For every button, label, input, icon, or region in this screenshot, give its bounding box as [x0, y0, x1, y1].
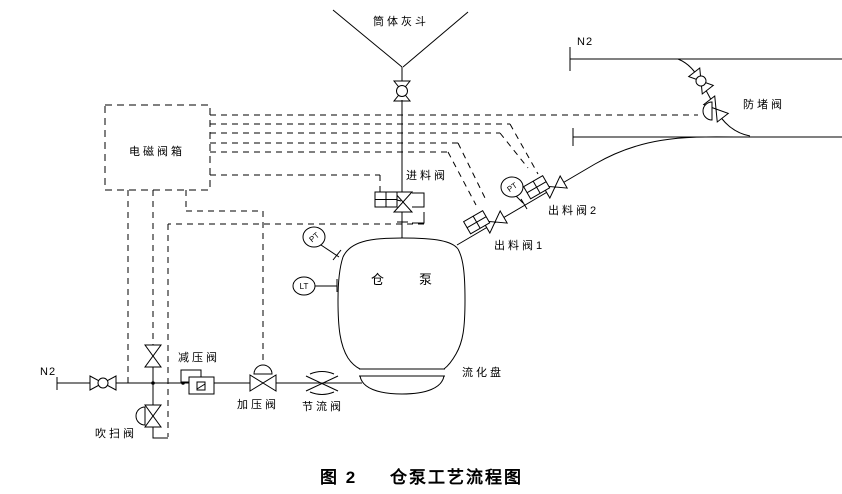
fluidization-plate-label: 流化盘 [462, 365, 504, 379]
solenoid-box [104, 104, 211, 191]
hopper-label: 筒体灰斗 [373, 14, 429, 28]
feed-valve-label: 进料阀 [406, 168, 448, 182]
caption-figure-no: 图 2 [320, 468, 357, 487]
n2-bottom-label: N2 [40, 366, 56, 378]
vessel-outline [337, 237, 466, 395]
feed-valve-limit-bracket [412, 192, 425, 224]
solenoid-box-label: 电磁阀箱 [129, 144, 185, 158]
discharge-valve-1-icon [462, 209, 509, 235]
pressure-regulator-icon [180, 369, 215, 395]
anti-block-branch-pipe [677, 58, 751, 137]
discharge-valve-2-label: 出料阀2 [548, 203, 599, 217]
control-lines-right [210, 114, 698, 206]
n2-header-pipes [569, 47, 842, 146]
n2-ball-valve-icon [89, 375, 117, 391]
hopper-funnel [332, 9, 469, 82]
purge-valve-icon [135, 383, 168, 439]
purge-valve-label: 吹扫阀 [95, 426, 137, 440]
n2-top-label: N2 [577, 36, 593, 48]
discharge-valve-2-icon [522, 174, 569, 200]
caption-title: 仓泵工艺流程图 [389, 467, 523, 487]
lt-instrument-tag: LT [300, 282, 309, 291]
anti-block-valve-icon [702, 95, 730, 123]
discharge-pipe [456, 136, 736, 246]
anti-block-valve-label: 防堵阀 [743, 97, 785, 111]
pressurize-valve-label: 加压阀 [237, 397, 279, 411]
feed-valve-actuator-icon [374, 191, 402, 208]
pressurize-valve-icon [249, 364, 277, 392]
control-lines-bottom [127, 190, 424, 437]
fluidization-dish [359, 375, 445, 395]
reduce-branch-valve-icon [144, 344, 162, 383]
throttle-valve-icon [305, 371, 339, 395]
feed-valve-icon [392, 191, 414, 213]
lt-instrument [292, 276, 338, 296]
pt-instrument-top [302, 226, 342, 261]
hopper-valve-icon [392, 80, 412, 102]
feed-pipe [397, 100, 408, 238]
reduce-valve-label: 减压阀 [178, 350, 220, 364]
anti-block-ball-valve-icon [687, 67, 715, 95]
vessel-label: 仓泵 [371, 272, 467, 287]
discharge-valve-1-label: 出料阀1 [494, 238, 545, 252]
pt-instrument-line [500, 176, 528, 210]
throttle-valve-label: 节流阀 [302, 399, 344, 413]
